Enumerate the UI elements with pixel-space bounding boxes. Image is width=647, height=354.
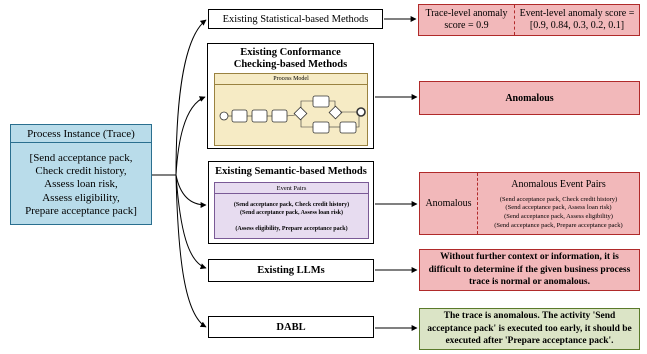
process-instance-box: Process Instance (Trace) [Send acceptanc…	[10, 124, 152, 225]
anomalous-pairs-list: (Send acceptance pack, Check credit hist…	[478, 193, 639, 233]
event-score-line: Event-level anomaly score =	[519, 8, 635, 19]
activity-node	[312, 121, 330, 134]
statistical-method-box: Existing Statistical-based Methods	[208, 9, 383, 29]
trace-level-score: Trace-level anomaly score = 0.9	[419, 5, 515, 35]
semantic-result-label: Anomalous	[420, 173, 478, 234]
event-pair: (Send acceptance pack, Check credit hist…	[233, 202, 350, 208]
anomalous-pair: (Send acceptance pack, Check credit hist…	[499, 195, 618, 203]
trace-line: Check credit history,	[35, 165, 127, 178]
activity-node	[312, 95, 330, 108]
end-event-icon	[356, 107, 366, 117]
event-pair: (Assess eligibility, Prepare acceptance …	[235, 226, 348, 232]
event-pairs-label: Event Pairs	[215, 183, 368, 194]
gateway-node	[293, 106, 308, 121]
activity-node	[231, 109, 248, 123]
process-model-graph	[219, 95, 366, 134]
semantic-result-box: Anomalous Anomalous Event Pairs (Send ac…	[419, 172, 640, 235]
dabl-result-box: The trace is anomalous. The activity 'Se…	[419, 308, 640, 350]
trace-line: Assess loan risk,	[44, 178, 118, 191]
trace-line: Assess eligibility,	[42, 191, 120, 204]
trace-score-line: score = 0.9	[444, 20, 489, 31]
process-instance-title: Process Instance (Trace)	[11, 125, 151, 143]
event-pairs-list: (Send acceptance pack, Check credit hist…	[215, 196, 368, 238]
arrow-to-conformance	[175, 96, 206, 176]
process-model: Process Model	[214, 73, 368, 146]
trace-line: [Send acceptance pack,	[29, 151, 133, 164]
activity-node	[251, 109, 268, 123]
conformance-title-line: Checking-based Methods	[233, 58, 348, 70]
activity-node	[339, 121, 357, 134]
gateway-node	[328, 105, 343, 120]
arrow-to-semantic	[175, 174, 207, 208]
event-pairs-panel: Event Pairs (Send acceptance pack, Check…	[214, 182, 369, 239]
event-pair: (Send acceptance pack, Assess loan risk)	[239, 210, 343, 216]
anomalous-pair: (Send acceptance pack, Assess eligibilit…	[504, 213, 613, 220]
llm-result-box: Without further context or information, …	[419, 249, 640, 291]
trace-score-line: Trace-level anomaly	[425, 8, 508, 19]
semantic-method-title: Existing Semantic-based Methods	[215, 166, 367, 177]
event-level-score: Event-level anomaly score = [0.9, 0.84, …	[515, 5, 639, 35]
conformance-method-title: Existing Conformance Checking-based Meth…	[208, 46, 373, 71]
anomalous-pair: (Send acceptance pack, Prepare acceptanc…	[494, 221, 623, 229]
conformance-method-box: Existing Conformance Checking-based Meth…	[207, 43, 374, 149]
event-score-line: [0.9, 0.84, 0.3, 0.2, 0.1]	[529, 20, 625, 31]
anomalous-pairs-title: Anomalous Event Pairs	[511, 178, 606, 190]
trace-activities: [Send acceptance pack, Check credit hist…	[11, 145, 151, 225]
activity-node	[271, 109, 288, 123]
start-event-icon	[219, 111, 229, 121]
llm-method-box: Existing LLMs	[208, 259, 374, 282]
dabl-method-box: DABL	[208, 316, 374, 338]
trace-line: Prepare acceptance pack]	[25, 204, 137, 217]
arrow-to-statistical	[175, 19, 207, 176]
conformance-title-line: Existing Conformance	[240, 46, 341, 58]
anomalous-pair: (Send acceptance pack, Assess loan risk)	[505, 204, 612, 212]
process-model-label: Process Model	[215, 74, 367, 85]
arrow-to-llm	[175, 174, 207, 270]
semantic-method-box: Existing Semantic-based Methods Event Pa…	[208, 161, 374, 244]
conformance-result-box: Anomalous	[419, 81, 640, 115]
arrow-to-dabl	[175, 174, 207, 328]
statistical-result-box: Trace-level anomaly score = 0.9 Event-le…	[418, 4, 640, 36]
